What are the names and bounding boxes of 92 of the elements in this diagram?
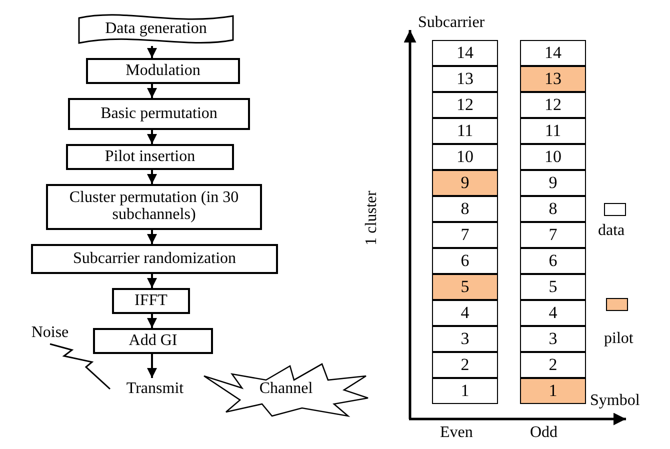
- node-text: Modulation: [126, 62, 200, 80]
- subcarrier-cell: [520, 170, 586, 196]
- node-text: 2: [460, 356, 470, 374]
- process-box: [68, 98, 250, 130]
- node-label: Noise: [31, 324, 69, 342]
- node-text: Channel: [259, 380, 313, 398]
- subcarrier-cell: [432, 378, 498, 404]
- subcarrier-cell: [520, 144, 586, 170]
- process-box: [31, 244, 278, 274]
- subcarrier-cell: [520, 66, 586, 92]
- subcarrier-cell: [520, 118, 586, 144]
- node-text: 3: [548, 330, 558, 348]
- document-shape: [78, 12, 234, 46]
- subcarrier-cell: [432, 92, 498, 118]
- node-text: 7: [460, 226, 470, 244]
- flow-arrow: [147, 354, 157, 378]
- node-text: 10: [456, 148, 474, 166]
- lightning-line: [50, 343, 110, 390]
- subcarrier-cell: [432, 40, 498, 66]
- subcarrier-cell: [520, 300, 586, 326]
- process-box: [66, 144, 234, 170]
- node-text: 12: [456, 96, 474, 114]
- subcarrier-cell: [520, 326, 586, 352]
- node-text: 14: [456, 44, 474, 62]
- subcarrier-cell: [520, 40, 586, 66]
- subcarrier-cell: [432, 352, 498, 378]
- node-text: 2: [548, 356, 558, 374]
- node-text: Data generation: [105, 20, 207, 38]
- subcarrier-cell: [432, 248, 498, 274]
- subcarrier-cell: [432, 170, 498, 196]
- node-text: 11: [456, 122, 474, 140]
- node-text: 14: [544, 44, 562, 62]
- axis-label: Subcarrier: [418, 14, 485, 32]
- subcarrier-cell: [432, 196, 498, 222]
- flow-arrow: [147, 314, 157, 328]
- subcarrier-cell: [432, 326, 498, 352]
- subcarrier-cell: [432, 300, 498, 326]
- node-text: 5: [460, 278, 470, 296]
- subcarrier-cell: [520, 378, 586, 404]
- subcarrier-cell: [520, 274, 586, 300]
- flow-arrow: [147, 274, 157, 288]
- process-box: [93, 328, 213, 354]
- legend-label: data: [598, 222, 625, 240]
- node-text: 1: [548, 382, 558, 400]
- process-box: [46, 184, 262, 230]
- process-box: [86, 58, 240, 84]
- node-text: 13: [456, 70, 474, 88]
- subcarrier-cell: [520, 352, 586, 378]
- subcarrier-cell: [520, 92, 586, 118]
- node-text: 7: [548, 226, 558, 244]
- node-label: Transmit: [126, 380, 184, 398]
- column-label: Odd: [530, 424, 558, 442]
- legend-label: pilot: [604, 330, 634, 348]
- subcarrier-cell: [520, 248, 586, 274]
- node-text: 13: [544, 70, 562, 88]
- node-text: 10: [544, 148, 562, 166]
- flow-arrow: [147, 230, 157, 244]
- node-text: 8: [460, 200, 470, 218]
- node-text: 8: [548, 200, 558, 218]
- flow-arrow: [147, 130, 157, 144]
- node-text: 3: [460, 330, 470, 348]
- subcarrier-cell: [520, 196, 586, 222]
- flow-arrow: [147, 46, 157, 58]
- node-text: 9: [460, 174, 470, 192]
- node-text: 11: [544, 122, 562, 140]
- node-text: Subcarrier randomization: [72, 250, 236, 268]
- axis-label: 1 cluster: [363, 190, 381, 246]
- node-text: Cluster permutation (in 30 subchannels): [69, 190, 239, 224]
- node-text: Pilot insertion: [104, 148, 196, 166]
- node-text: 9: [548, 174, 558, 192]
- node-text: 4: [548, 304, 558, 322]
- subcarrier-cell: [432, 66, 498, 92]
- node-text: 5: [548, 278, 558, 296]
- node-text: Add GI: [128, 332, 178, 350]
- node-text: 1: [460, 382, 470, 400]
- process-box: [112, 288, 190, 314]
- column-label: Even: [440, 424, 473, 442]
- subcarrier-cell: [432, 274, 498, 300]
- channel-burst: [202, 360, 370, 418]
- flow-arrow: [147, 170, 157, 184]
- node-text: 12: [544, 96, 562, 114]
- node-text: 6: [548, 252, 558, 270]
- node-text: IFFT: [134, 292, 168, 310]
- flow-arrow: [147, 84, 157, 98]
- node-text: 4: [460, 304, 470, 322]
- subcarrier-cell: [432, 118, 498, 144]
- axis-label: Symbol: [590, 392, 640, 410]
- subcarrier-cell: [432, 144, 498, 170]
- subcarrier-cell: [432, 222, 498, 248]
- node-text: Basic permutation: [100, 106, 218, 122]
- subcarrier-cell: [520, 222, 586, 248]
- node-text: 6: [460, 252, 470, 270]
